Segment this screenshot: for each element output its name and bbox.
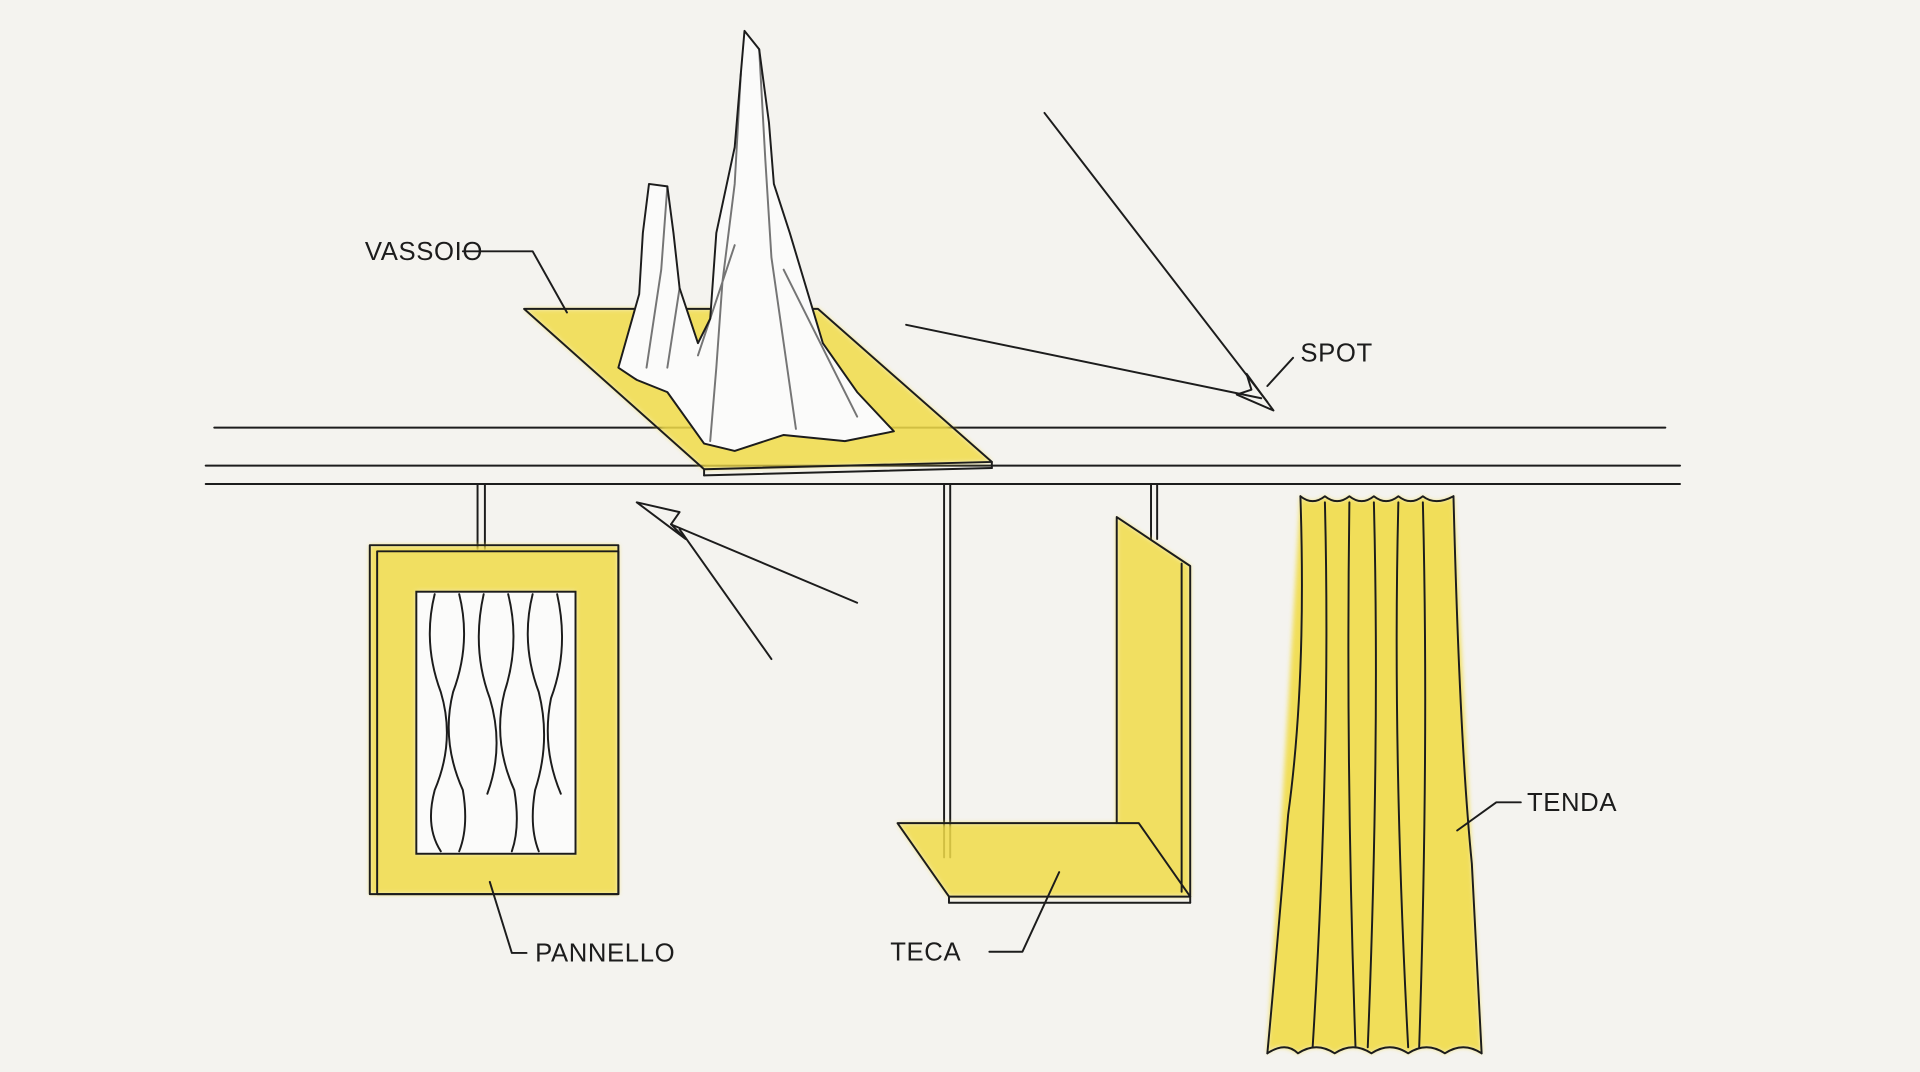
- label-spot: SPOT: [1266, 340, 1372, 387]
- label-pannello-text: PANNELLO: [535, 940, 675, 968]
- label-tenda-text: TENDA: [1527, 789, 1617, 817]
- sculpture-peaks: [617, 29, 895, 452]
- panel-pannello: [368, 544, 620, 896]
- spot-light-arrows: [635, 111, 1275, 661]
- label-teca-text: TECA: [890, 938, 961, 966]
- curtain-tenda: [1266, 495, 1483, 1055]
- label-tenda: TENDA: [1456, 789, 1617, 832]
- label-teca: TECA: [890, 871, 1061, 966]
- label-spot-text: SPOT: [1300, 340, 1372, 368]
- label-vassoio: VASSOIO: [365, 238, 568, 314]
- hanging-rods: [476, 482, 1159, 859]
- case-teca: [896, 516, 1192, 904]
- label-pannello: PANNELLO: [488, 880, 675, 968]
